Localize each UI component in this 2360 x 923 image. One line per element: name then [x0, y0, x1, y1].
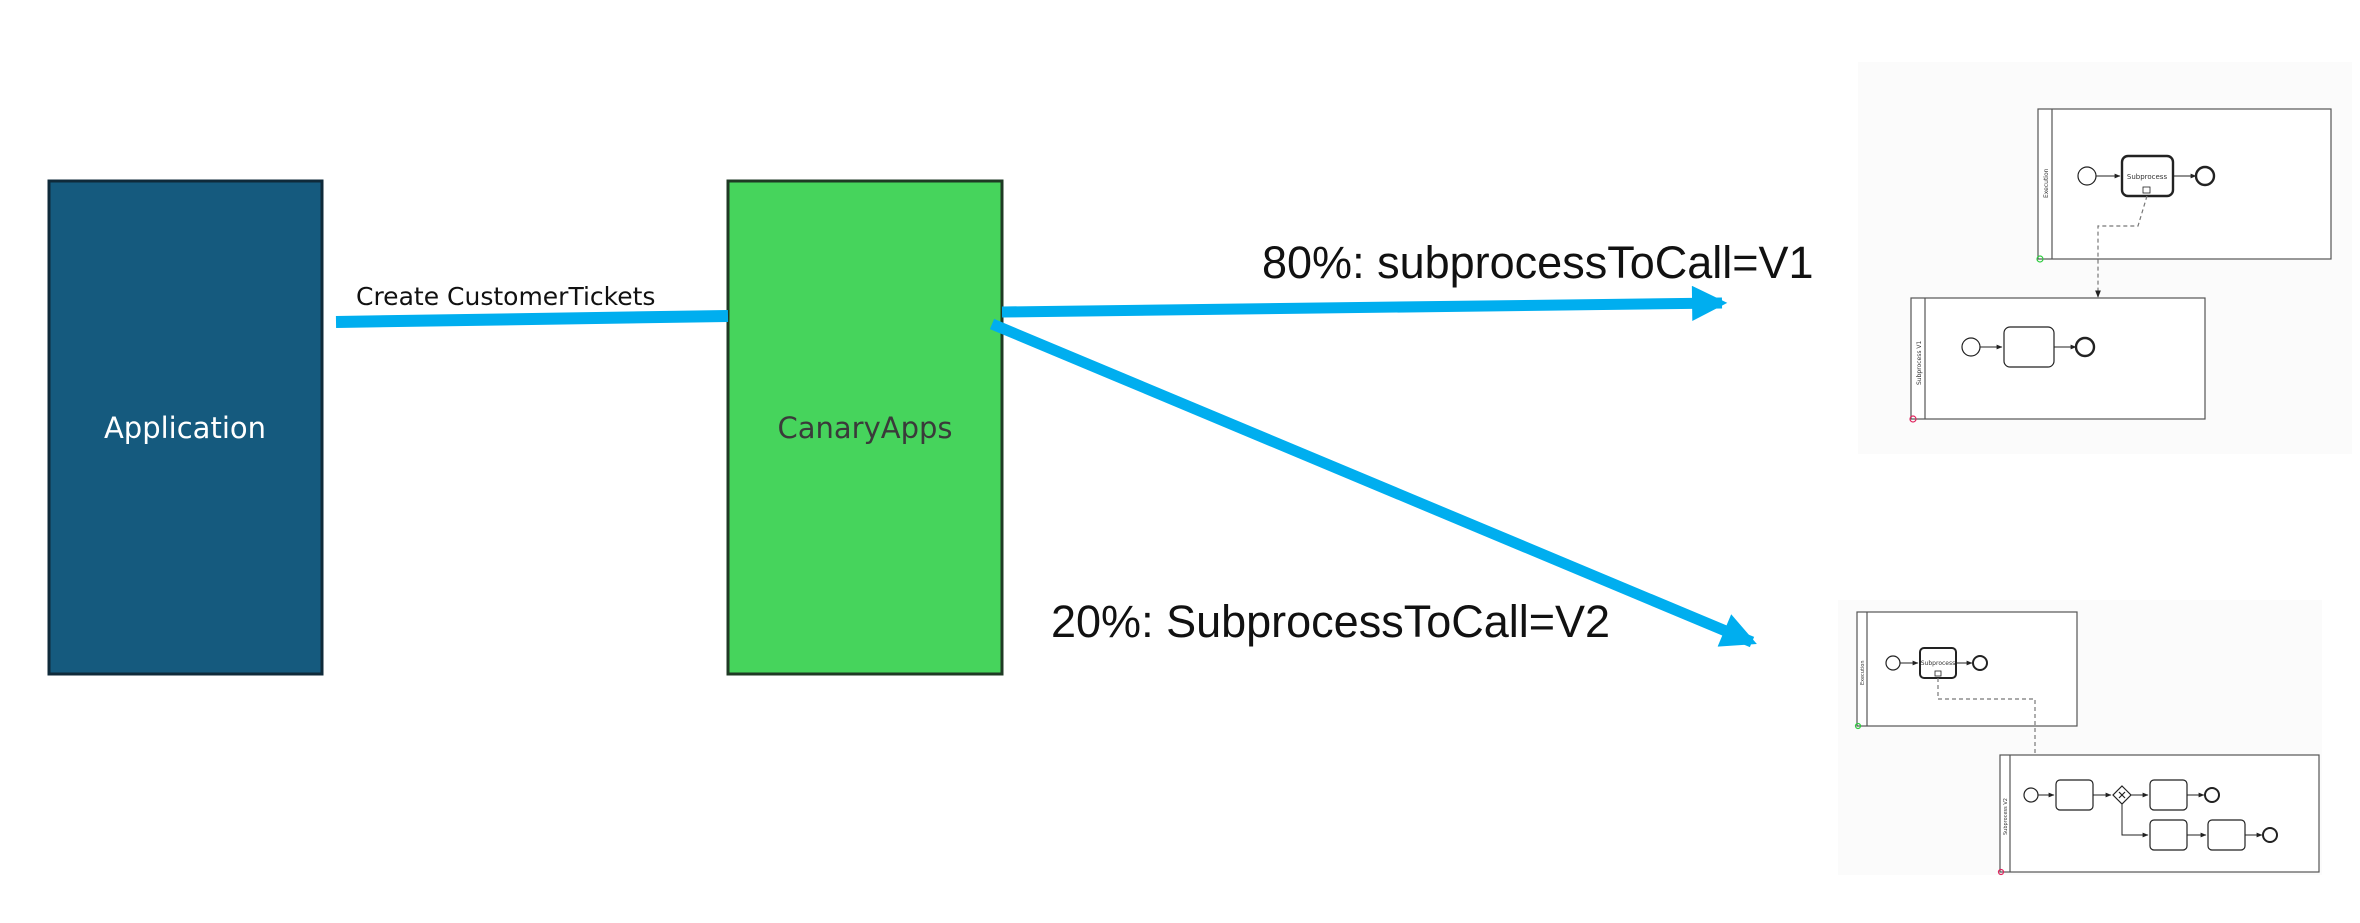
edge-create-customer-tickets: Create CustomerTickets [335, 282, 729, 328]
v2-parent-pool: Execution Subprocess [1854, 611, 2078, 730]
edge-v2-label: 20%: SubprocessToCall=V2 [1051, 596, 1610, 647]
application-box [47, 179, 324, 676]
v2-child-pool-marker [1997, 868, 2005, 876]
v2-subprocess-marker [1934, 670, 1942, 677]
v1-parent-pool: Execution Subprocess [2036, 108, 2332, 263]
v2-child-task-4 [2207, 819, 2246, 851]
v1-parent-pool-label: Execution [2043, 168, 2050, 198]
v2-child-task-2 [2149, 779, 2188, 811]
v2-child-end-event-1 [2204, 787, 2220, 803]
edge-create-line [335, 310, 729, 328]
v2-parent-pool-label: Execution [1860, 660, 1866, 685]
bpmn-diagram-v1: Execution Subprocess Subprocess V1 [1858, 62, 2352, 454]
application-label: Application [104, 411, 266, 445]
edge-v1-arrow [1001, 285, 1728, 321]
v1-end-event [2194, 165, 2216, 187]
v1-start-event [2077, 166, 2097, 186]
v2-end-event [1972, 655, 1988, 671]
v2-subprocess-task-label: Subprocess [1921, 660, 1955, 667]
v2-child-task-1 [2055, 779, 2094, 811]
v2-child-end-event-2 [2262, 827, 2278, 843]
canary-apps-node: CanaryApps [726, 179, 1004, 676]
v1-call-link [2095, 195, 2148, 298]
v1-subprocess-task-label: Subprocess [2127, 173, 2168, 181]
v1-child-start-event [1961, 337, 1981, 357]
v2-child-task-3 [2149, 819, 2188, 851]
v2-child-pool: Subprocess V2 [1997, 754, 2320, 876]
canary-apps-box [726, 179, 1004, 676]
v2-parent-pool-marker [1854, 722, 1862, 730]
v1-parent-pool-marker [2036, 255, 2044, 263]
v2-start-event [1885, 655, 1901, 671]
v1-child-pool: Subprocess V1 [1909, 297, 2206, 423]
v2-exclusive-gateway [2112, 785, 2132, 805]
v2-child-pool-border [1999, 754, 2320, 873]
bpmn-diagram-v2: Execution Subprocess Subprocess V2 [1838, 600, 2322, 876]
v1-child-end-event [2074, 336, 2096, 358]
v1-subprocess-marker [2142, 186, 2151, 194]
v2-child-flow-5 [2121, 804, 2149, 838]
v1-child-pool-label: Subprocess V1 [1916, 341, 1923, 385]
v2-child-pool-label: Subprocess V2 [2003, 798, 2009, 835]
application-node: Application [47, 179, 324, 676]
edge-v2: 20%: SubprocessToCall=V2 [989, 318, 1757, 648]
edge-create-label: Create CustomerTickets [356, 282, 655, 311]
v1-child-pool-border [1910, 297, 2206, 420]
edge-v1-label: 80%: subprocessToCall=V1 [1262, 237, 1814, 288]
canary-apps-label: CanaryApps [777, 411, 952, 445]
v2-child-start-event [2023, 787, 2039, 803]
v2-call-link [1937, 678, 2036, 755]
edge-v2-arrow [989, 318, 1757, 648]
v1-child-pool-marker [1909, 415, 1917, 423]
v1-child-task [2003, 326, 2055, 368]
edge-v1: 80%: subprocessToCall=V1 [1001, 237, 1814, 321]
